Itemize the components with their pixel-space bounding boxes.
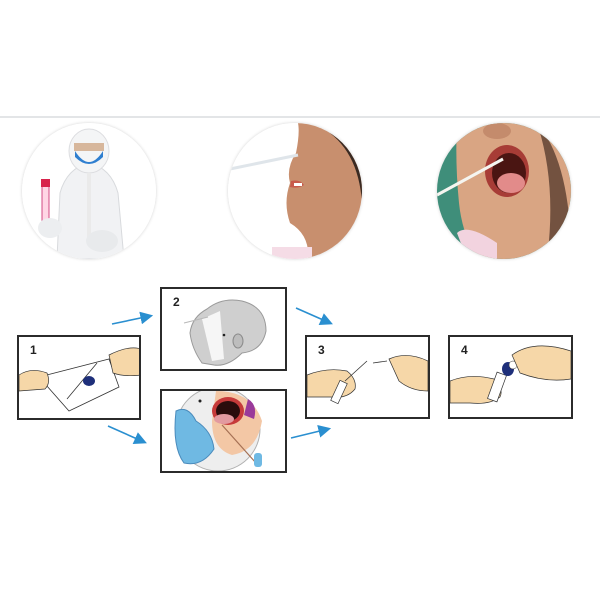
arrow-2-to-3: [295, 307, 333, 325]
throat-swab-image: [437, 123, 571, 259]
photo-health-worker: [22, 123, 156, 259]
step-number: 3: [318, 343, 325, 357]
step-3-panel: 3: [305, 335, 430, 419]
photo-nasal-swab: [228, 123, 362, 259]
arrow-1-to-2b: [107, 425, 147, 444]
arrow-2b-to-3: [290, 425, 332, 439]
step-number: 1: [30, 343, 37, 357]
nasal-swab-illustration: [183, 299, 267, 366]
step-4-panel: 4: [448, 335, 573, 419]
step-1-panel: 1: [17, 335, 141, 420]
top-divider: [0, 116, 600, 118]
arrow-1-to-2: [111, 311, 154, 325]
photo-throat-swab: [437, 123, 571, 259]
tear-package-illustration: [19, 347, 139, 412]
health-worker-image: [22, 123, 156, 259]
step-2b-panel: [160, 389, 287, 473]
step-2-panel: 2: [160, 287, 287, 371]
cap-tube-illustration: [450, 345, 571, 404]
step-number: 2: [173, 295, 180, 309]
break-swab-illustration: [307, 355, 428, 405]
nasal-swab-image: [228, 123, 362, 259]
step-number: 4: [461, 343, 468, 357]
throat-swab-illustration: [174, 391, 262, 471]
